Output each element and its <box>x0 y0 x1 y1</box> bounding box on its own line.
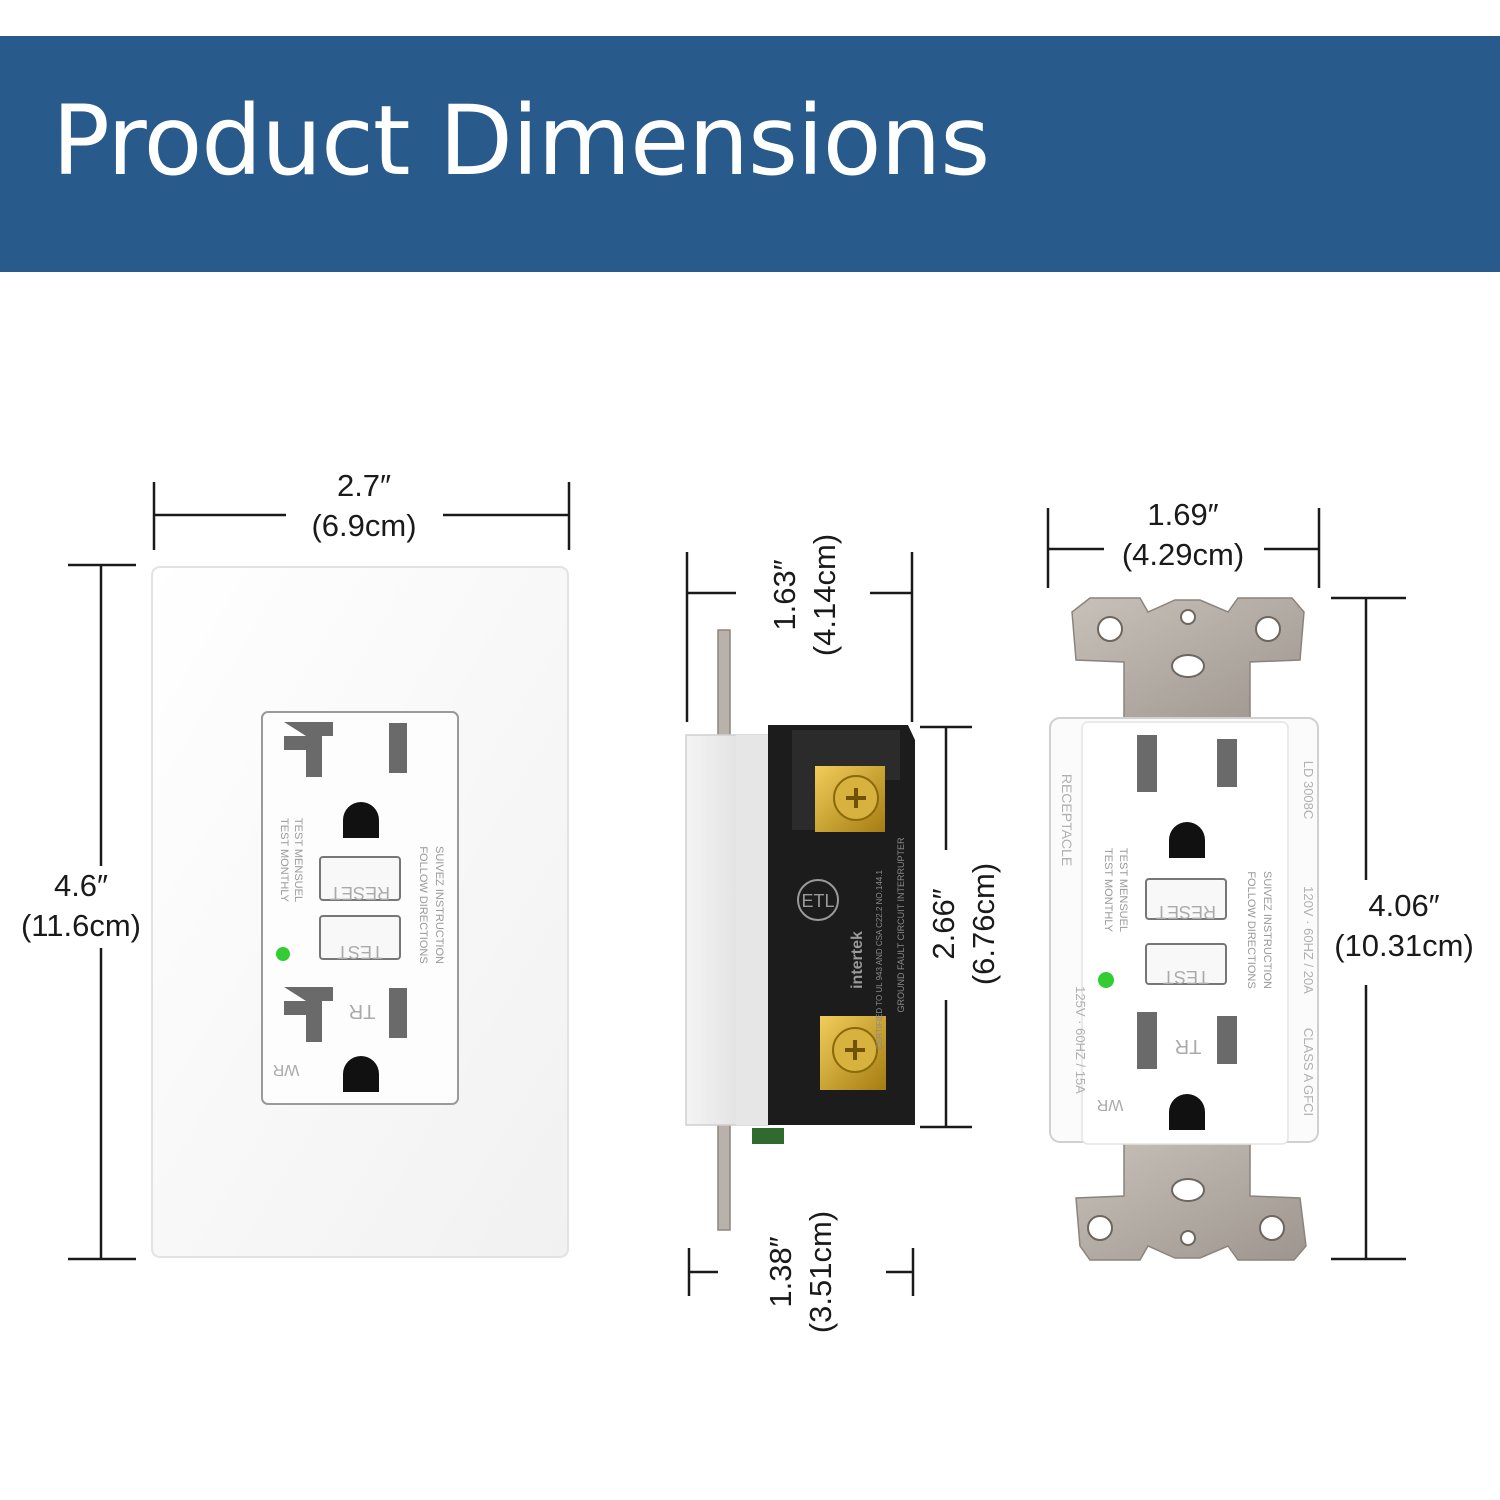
plate-width-inch: 2.7″ <box>336 468 392 503</box>
rec-tr-label: TR <box>1175 1035 1202 1057</box>
rec-wr-label: WR <box>1097 1096 1124 1113</box>
side-brand-label: intertek <box>849 931 866 989</box>
side-depth-body-cm: (3.51cm) <box>803 1210 838 1334</box>
plate-width-dimension <box>152 482 571 550</box>
plate-wr-label: WR <box>273 1061 300 1078</box>
rec-test-monthly-label: TEST MONTHLY <box>1102 848 1114 933</box>
plate-tr-label: TR <box>349 1000 376 1022</box>
plate-height-label: 4.6″ (11.6cm) <box>4 866 158 946</box>
rec-rating-right-label: 120V · 60HZ / 20A <box>1301 886 1316 994</box>
receptacle-width-inch: 1.69″ <box>1147 497 1219 532</box>
plate-reset-label: RESET <box>330 883 390 903</box>
side-depth-body-inch: 1.38″ <box>763 1236 798 1308</box>
receptacle-height-cm: (10.31cm) <box>1334 928 1474 963</box>
receptacle-width-dimension <box>1046 508 1321 588</box>
rec-test-label: TEST <box>1163 967 1209 987</box>
side-certified-label: CERTIFIED TO UL 943 AND CSA C22.2 NO.144… <box>875 870 884 1050</box>
plate-follow-label: FOLLOW DIRECTIONS <box>417 846 429 963</box>
side-body-height-dimension <box>920 725 972 1129</box>
rec-class-label: CLASS A GFCI <box>1301 1028 1316 1116</box>
rec-test-fr-label: TEST MENSUEL <box>1117 848 1129 932</box>
plate-width-label: 2.7″ (6.9cm) <box>288 466 440 546</box>
plate-height-inch: 4.6″ <box>53 868 109 903</box>
rec-receptacle-label: RECEPTACLE <box>1059 774 1075 866</box>
rec-reset-label: RESET <box>1156 902 1216 922</box>
side-depth-total-cm: (4.14cm) <box>807 533 842 657</box>
receptacle-height-inch: 4.06″ <box>1368 888 1440 923</box>
rec-rating-left-label: 125V · 60HZ / 15A <box>1073 986 1088 1094</box>
side-body-height-label: 2.66″ (6.76cm) <box>924 844 1004 1004</box>
title-banner <box>0 36 1500 272</box>
plate-test-fr-label: TEST MENSUEL <box>292 818 304 902</box>
wall-plate <box>151 566 569 1258</box>
rec-ld-label: LD 3008C <box>1301 761 1316 820</box>
side-gfci-label: GROUND FAULT CIRCUIT INTERRUPTER <box>896 837 906 1013</box>
plate-test-monthly-label: TEST MONTHLY <box>278 818 290 903</box>
rec-follow-label: FOLLOW DIRECTIONS <box>1245 871 1257 988</box>
side-view-device: ETL <box>685 629 915 1231</box>
side-depth-body-dimension <box>687 1248 915 1296</box>
side-depth-total-label: 1.63″ (4.14cm) <box>765 515 845 675</box>
plate-follow-fr-label: SUIVEZ INSTRUCTION <box>433 846 445 964</box>
receptacle-width-cm: (4.29cm) <box>1121 537 1245 572</box>
rec-follow-fr-label: SUIVEZ INSTRUCTION <box>1261 871 1273 989</box>
plate-height-dimension <box>68 563 136 1261</box>
plate-width-cm: (6.9cm) <box>311 508 417 543</box>
side-depth-total-inch: 1.63″ <box>767 559 802 631</box>
svg-text:ETL: ETL <box>801 891 834 911</box>
plate-test-label: TEST <box>337 942 383 962</box>
page-title: Product Dimensions <box>52 85 990 197</box>
receptacle-device <box>1049 597 1319 1261</box>
side-body-height-inch: 2.66″ <box>926 888 961 960</box>
side-depth-total-dimension <box>685 552 914 722</box>
plate-height-cm: (11.6cm) <box>20 908 141 943</box>
side-body-height-cm: (6.76cm) <box>966 862 1001 986</box>
receptacle-width-label: 1.69″ (4.29cm) <box>1100 495 1266 575</box>
side-depth-body-label: 1.38″ (3.51cm) <box>761 1192 841 1352</box>
receptacle-height-dimension <box>1331 596 1406 1261</box>
receptacle-height-label: 4.06″ (10.31cm) <box>1316 886 1492 966</box>
